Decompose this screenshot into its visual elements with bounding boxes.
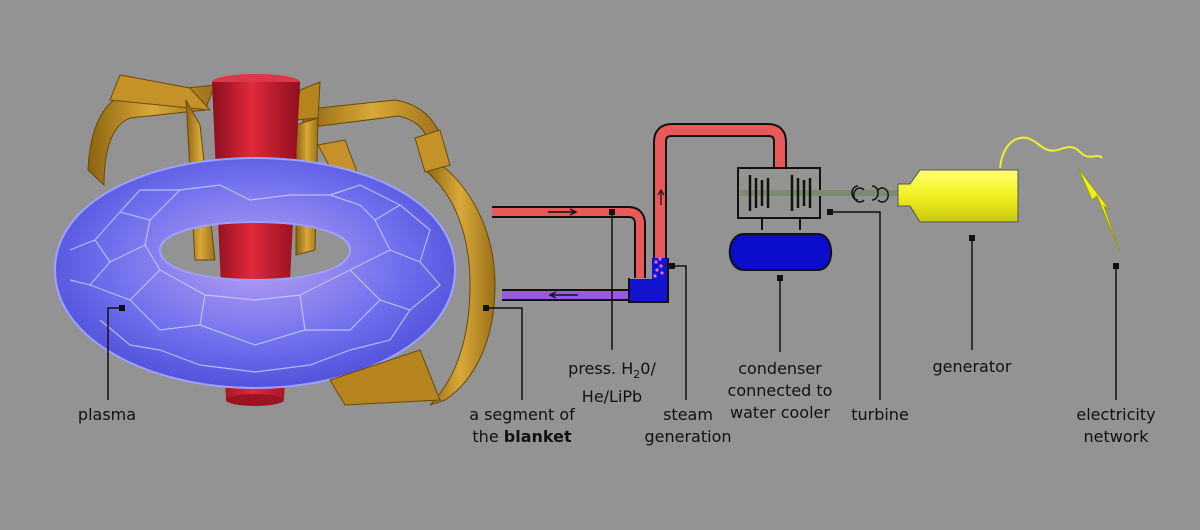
condenser — [728, 233, 833, 271]
label-condenser-line1: condenser — [738, 359, 822, 378]
front-field-coils — [329, 129, 496, 406]
label-electricity: electricity network — [1064, 404, 1168, 448]
label-electricity-line2: network — [1083, 427, 1149, 446]
label-blanket-prefix: the — [472, 427, 504, 446]
tokamak — [53, 74, 496, 406]
label-plasma-text: plasma — [77, 405, 137, 424]
label-steam-line1: steam — [663, 405, 713, 424]
label-generator-text: generator — [932, 357, 1012, 376]
label-coolant-b: 0/ — [640, 359, 656, 378]
label-coolant-line1: press. H20/ — [552, 358, 672, 386]
label-blanket-bold: blanket — [503, 427, 572, 446]
label-blanket: a segment of the blanket — [452, 404, 592, 448]
steam-pipe — [653, 123, 787, 272]
label-turbine-text: turbine — [851, 405, 909, 424]
label-generator: generator — [922, 356, 1022, 378]
label-coolant-sub: 2 — [633, 368, 641, 381]
plasma-torus — [53, 156, 457, 390]
coolant-loop — [492, 206, 646, 301]
label-condenser-line2: connected to — [727, 381, 833, 400]
label-steam-line2: generation — [644, 427, 732, 446]
steam-generator — [628, 257, 669, 303]
generator — [897, 136, 1103, 223]
label-turbine: turbine — [835, 404, 925, 426]
label-coolant-a: press. H — [568, 359, 634, 378]
leader-markers — [119, 209, 1119, 311]
turbine — [737, 167, 900, 230]
label-plasma: plasma — [62, 404, 152, 426]
leader-lines — [107, 211, 1117, 400]
label-condenser-line3: water cooler — [730, 403, 830, 422]
label-coolant: press. H20/ He/LiPb — [552, 358, 672, 408]
label-steam: steam generation — [630, 404, 746, 448]
label-condenser: condenser connected to water cooler — [715, 358, 845, 424]
label-electricity-line1: electricity — [1076, 405, 1156, 424]
lightning-icon — [1077, 167, 1121, 253]
label-blanket-line2: the blanket — [452, 426, 592, 448]
label-blanket-line1: a segment of — [469, 405, 575, 424]
label-coolant-line2: He/LiPb — [581, 387, 643, 406]
